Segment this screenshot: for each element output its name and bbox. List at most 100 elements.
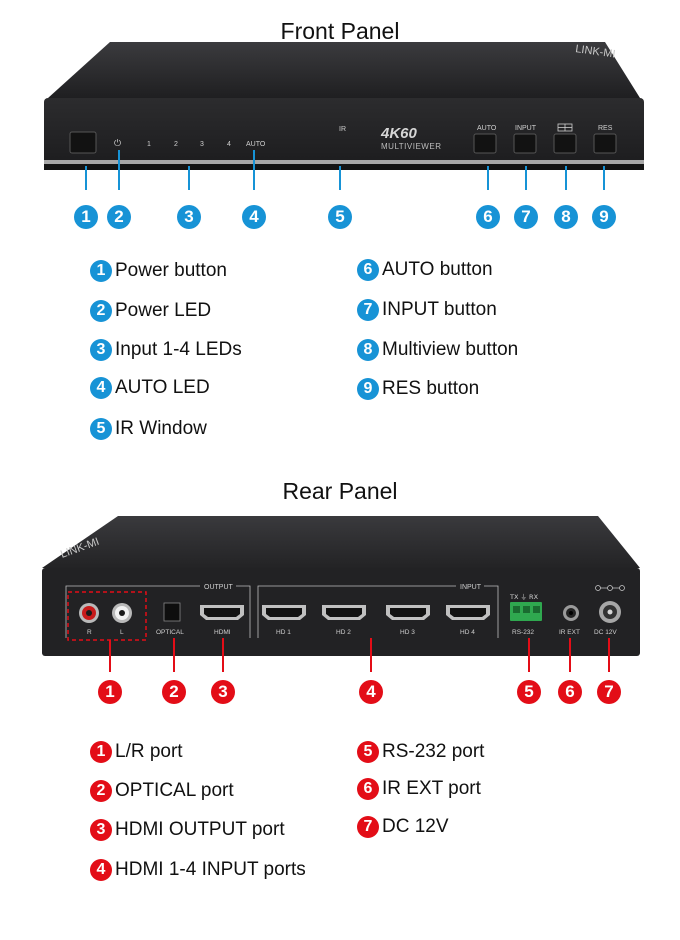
front-legend-badge: 7	[357, 299, 379, 321]
hd3-label: HD 3	[400, 629, 415, 636]
hdmi-input-port-4[interactable]	[446, 605, 490, 620]
front-legend-badge: 4	[90, 377, 112, 399]
front-legend-item: 8 Multiview button	[357, 339, 518, 361]
front-legend-badge: 9	[357, 378, 379, 400]
front-legend-badge: 8	[357, 339, 379, 361]
rear-callout-5: 5	[517, 680, 541, 704]
front-legend-item: 6 AUTO button	[357, 259, 493, 281]
ir-window-label: IR	[339, 126, 346, 133]
rear-legend-badge: 1	[90, 741, 112, 763]
optical-port[interactable]	[163, 602, 181, 622]
multiview-icon	[557, 123, 573, 132]
led2-label: 2	[174, 141, 178, 148]
rear-legend-label: HDMI OUTPUT port	[115, 819, 285, 840]
auto-led-label: AUTO	[246, 141, 266, 148]
front-panel-title: Front Panel	[280, 18, 400, 44]
rear-legend-badge: 5	[357, 741, 379, 763]
front-legend-label: IR Window	[115, 418, 207, 439]
res-button[interactable]	[593, 133, 617, 154]
front-legend-badge: 5	[90, 418, 112, 440]
front-callout-7: 7	[514, 205, 538, 229]
led1-label: 1	[147, 141, 151, 148]
front-legend-item: 5 IR Window	[90, 418, 207, 440]
rs232-terminal[interactable]	[510, 602, 542, 621]
rear-legend-badge: 7	[357, 816, 379, 838]
input-group-label: INPUT	[460, 584, 482, 591]
rear-legend-label: IR EXT port	[382, 778, 481, 799]
hdmi-input-port-2[interactable]	[322, 605, 366, 620]
power-led-label: ⏻	[114, 138, 121, 149]
front-callout-6: 6	[476, 205, 500, 229]
hdmi-input-port-3[interactable]	[386, 605, 430, 620]
rear-legend-item: 2 OPTICAL port	[90, 780, 234, 802]
rear-legend-label: DC 12V	[382, 816, 449, 837]
front-callout-lines	[85, 150, 605, 190]
input-button-label: INPUT	[515, 125, 537, 132]
front-legend-item: 9 RES button	[357, 378, 479, 400]
rear-callout-2: 2	[162, 680, 186, 704]
optical-label: OPTICAL	[156, 629, 184, 636]
rca-l-jack[interactable]	[112, 603, 132, 623]
hdmi-input-port-1[interactable]	[262, 605, 306, 620]
rca-r-jack[interactable]	[79, 603, 99, 623]
front-legend-item: 3 Input 1-4 LEDs	[90, 339, 242, 361]
front-legend-label: AUTO LED	[115, 377, 210, 398]
dc-polarity-icon	[595, 585, 625, 591]
rear-legend-item: 4 HDMI 1-4 INPUT ports	[90, 859, 306, 881]
rs232-pin-label: TX ⏚ RX	[509, 593, 539, 601]
rear-legend-badge: 3	[90, 819, 112, 841]
rca-l-label: L	[120, 629, 124, 636]
hdmi-output-label: HDMI	[214, 629, 231, 636]
rear-callout-lines	[109, 638, 610, 672]
front-callout-5: 5	[328, 205, 352, 229]
rear-legend-item: 5 RS-232 port	[357, 741, 484, 763]
front-legend-item: 2 Power LED	[90, 300, 211, 322]
rear-callout-4: 4	[359, 680, 383, 704]
rear-panel-device: LINK-MI OUTPUT INPUT R L OPTICAL HDMI HD…	[42, 516, 640, 672]
front-legend-label: Power button	[115, 260, 227, 281]
rear-callout-1: 1	[98, 680, 122, 704]
device-silver-trim	[44, 160, 644, 164]
auto-button-label: AUTO	[477, 125, 497, 132]
hd4-label: HD 4	[460, 629, 475, 636]
auto-button[interactable]	[473, 133, 497, 154]
front-legend-badge: 3	[90, 339, 112, 361]
multiview-button[interactable]	[553, 133, 577, 154]
device-top-surface	[48, 42, 640, 98]
power-button[interactable]	[69, 131, 97, 154]
front-legend-label: RES button	[382, 378, 480, 399]
ir-ext-jack[interactable]	[563, 605, 579, 621]
hdmi-output-port[interactable]	[200, 605, 244, 620]
rear-callout-7: 7	[597, 680, 621, 704]
rear-legend-item: 3 HDMI OUTPUT port	[90, 819, 285, 841]
rear-panel-title: Rear Panel	[282, 478, 398, 504]
front-legend-label: Input 1-4 LEDs	[115, 339, 242, 360]
res-button-label: RES	[598, 125, 613, 132]
rear-legend-badge: 4	[90, 859, 112, 881]
rca-r-label: R	[87, 629, 92, 636]
dc-label: DC 12V	[594, 629, 617, 636]
rear-top-surface	[42, 516, 640, 568]
rear-legend-label: RS-232 port	[382, 741, 485, 762]
front-callout-9: 9	[592, 205, 616, 229]
front-callout-8: 8	[554, 205, 578, 229]
dc-power-jack[interactable]	[599, 601, 621, 623]
rear-legend-badge: 2	[90, 780, 112, 802]
device-front-face	[44, 98, 644, 168]
input-button[interactable]	[513, 133, 537, 154]
rs232-label: RS-232	[512, 629, 534, 636]
output-group-outline	[65, 585, 251, 638]
hd1-label: HD 1	[276, 629, 291, 636]
logo-multiviewer: MULTIVIEWER	[381, 142, 441, 151]
rear-legend-badge: 6	[357, 778, 379, 800]
led4-label: 4	[227, 141, 231, 148]
rear-legend-item: 7 DC 12V	[357, 816, 449, 838]
front-legend-label: Power LED	[115, 300, 212, 321]
lr-highlight-box	[67, 591, 147, 641]
rear-callout-6: 6	[558, 680, 582, 704]
front-panel-device: LINK-MI ⏻ 1 2 3 4 AUTO IR 4K60 MULTIVIEW…	[44, 42, 644, 190]
front-legend-badge: 6	[357, 259, 379, 281]
front-legend-label: INPUT button	[382, 299, 497, 320]
brand-label: LINK-MI	[575, 43, 617, 60]
rear-legend-label: L/R port	[115, 741, 183, 762]
